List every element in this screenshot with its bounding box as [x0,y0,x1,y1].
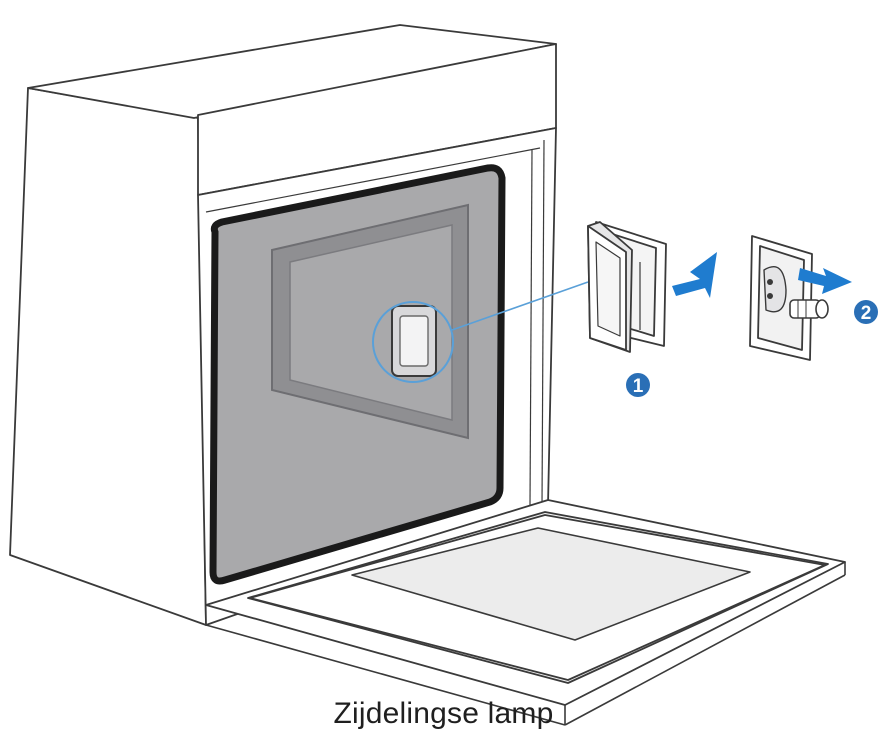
svg-text:2: 2 [861,303,872,324]
step-badge-1: 1 [626,373,650,397]
lamp-cover-removal [588,222,666,352]
step-badge-2: 2 [854,300,878,324]
figure-caption: Zijdelingse lamp [0,697,887,731]
oven-side-lamp [392,306,436,376]
svg-text:1: 1 [633,376,644,397]
lamp-bulb-removal [750,236,828,360]
arrow-pull-icon [672,252,717,298]
